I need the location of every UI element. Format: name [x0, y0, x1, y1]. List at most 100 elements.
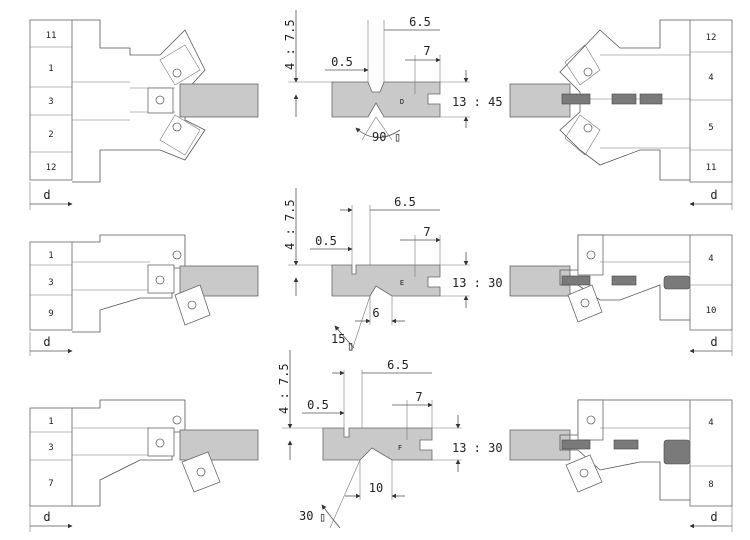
cutter-tooth: [561, 275, 591, 286]
d-label: d: [43, 335, 50, 349]
screw-icon: [155, 275, 165, 285]
segment-label: 12: [46, 163, 57, 173]
workpiece: [179, 83, 259, 118]
degree-mark: ▯: [347, 339, 354, 353]
slot-dim: 7: [423, 44, 430, 58]
row-3: 1 3 7 d F 4 : 7.5 6.: [29, 350, 733, 532]
profile-e: E 4 : 7.5 6.5 0.5 7 13 : 30 6: [283, 188, 503, 353]
segment-label: 5: [708, 123, 713, 133]
cutter-stack: [689, 399, 733, 507]
screw-icon: [583, 123, 593, 133]
left-cutter-head-2: 1 3 9 d: [29, 234, 259, 356]
segment-label: 4: [708, 254, 713, 264]
range-dim: 13 : 30: [452, 276, 503, 290]
segment-label: 4: [708, 73, 713, 83]
screw-icon: [172, 415, 182, 425]
profile-shape: [322, 427, 433, 461]
segment-label: 9: [48, 309, 53, 319]
d-label: d: [710, 335, 717, 349]
segment-label: 4: [708, 418, 713, 428]
segment-label: 1: [48, 64, 53, 74]
d-label: d: [43, 510, 50, 524]
cutter-tooth: [611, 275, 637, 286]
segment-label: 3: [48, 97, 53, 107]
offset-dim: 0.5: [331, 55, 353, 69]
screw-icon: [155, 95, 165, 105]
d-label: d: [710, 188, 717, 202]
segment-label: 2: [48, 130, 53, 140]
degree-mark: ▯: [394, 130, 401, 144]
left-cutter-head-1: 11 1 3 2 12 d: [29, 19, 259, 210]
segment-label: 8: [708, 480, 713, 490]
slot-dim: 7: [423, 225, 430, 239]
segment-label: 10: [706, 306, 717, 316]
profile-letter: D: [400, 98, 404, 106]
screw-icon: [155, 438, 165, 448]
cutter-stack: [29, 407, 73, 507]
width-dim: 6.5: [387, 358, 409, 372]
height-dim: 4 : 7.5: [283, 199, 297, 250]
width-dim: 6.5: [394, 195, 416, 209]
cutter-stack: [29, 241, 73, 331]
angle-dim: 15: [331, 332, 345, 346]
screw-icon: [196, 467, 206, 477]
screw-icon: [172, 122, 182, 132]
cutter-stack: [689, 234, 733, 331]
cutter-tooth: [663, 275, 691, 290]
cutter-stack: [689, 19, 733, 183]
segment-label: 7: [48, 479, 53, 489]
segment-label: 3: [48, 278, 53, 288]
cutter-tooth: [613, 439, 639, 450]
profile-letter: F: [398, 444, 402, 452]
height-dim: 4 : 7.5: [283, 19, 297, 70]
profile-d: D 4 : 7.5 6.5 0.5 7 13 : 45: [283, 10, 503, 144]
profile-shape: [331, 264, 441, 297]
screw-icon: [187, 300, 197, 310]
workpiece: [179, 429, 259, 461]
range-dim: 13 : 45: [452, 95, 503, 109]
screw-icon: [583, 67, 593, 77]
profile-shape: [331, 81, 441, 118]
offset-dim: 0.5: [307, 398, 329, 412]
angle-dim: 90: [372, 130, 386, 144]
row-2: 1 3 9 d E 4 : 7.5 6.: [29, 188, 733, 356]
screw-icon: [172, 68, 182, 78]
bottom-dim: 6: [372, 306, 379, 320]
right-cutter-head-3: 4 8 d: [509, 399, 733, 532]
row-1: 11 1 3 2 12 d D: [29, 10, 733, 210]
screw-icon: [586, 250, 596, 260]
profile-f: F 4 : 7.5 6.5 0.5 7 13 : 30 10: [277, 350, 503, 529]
right-cutter-head-2: 4 10 d: [509, 234, 733, 356]
d-label: d: [710, 510, 717, 524]
angle-dim: 30: [299, 509, 313, 523]
right-cutter-head-1: 12 4 5 11 d: [509, 19, 733, 210]
screw-icon: [580, 298, 590, 308]
workpiece: [509, 429, 571, 461]
cutter-tooth: [561, 93, 591, 105]
offset-dim: 0.5: [315, 234, 337, 248]
segment-label: 1: [48, 251, 53, 261]
segment-label: 12: [706, 33, 717, 43]
cutter-tooth: [561, 439, 591, 450]
width-dim: 6.5: [409, 15, 431, 29]
screw-icon: [172, 250, 182, 260]
cutter-stack: [29, 19, 73, 181]
screw-icon: [579, 468, 589, 478]
segment-label: 11: [706, 163, 717, 173]
screw-icon: [586, 415, 596, 425]
left-cutter-head-3: 1 3 7 d: [29, 399, 259, 532]
profile-letter: E: [400, 279, 404, 287]
workpiece: [509, 83, 571, 118]
slot-dim: 7: [415, 390, 422, 404]
cutter-tooth: [663, 439, 691, 465]
degree-mark: ▯: [319, 510, 326, 524]
segment-label: 3: [48, 443, 53, 453]
segment-label: 1: [48, 417, 53, 427]
bottom-dim: 10: [369, 481, 383, 495]
d-label: d: [43, 188, 50, 202]
insert-block: [577, 399, 604, 441]
workpiece: [509, 265, 571, 297]
range-dim: 13 : 30: [452, 441, 503, 455]
segment-label: 11: [46, 31, 57, 41]
